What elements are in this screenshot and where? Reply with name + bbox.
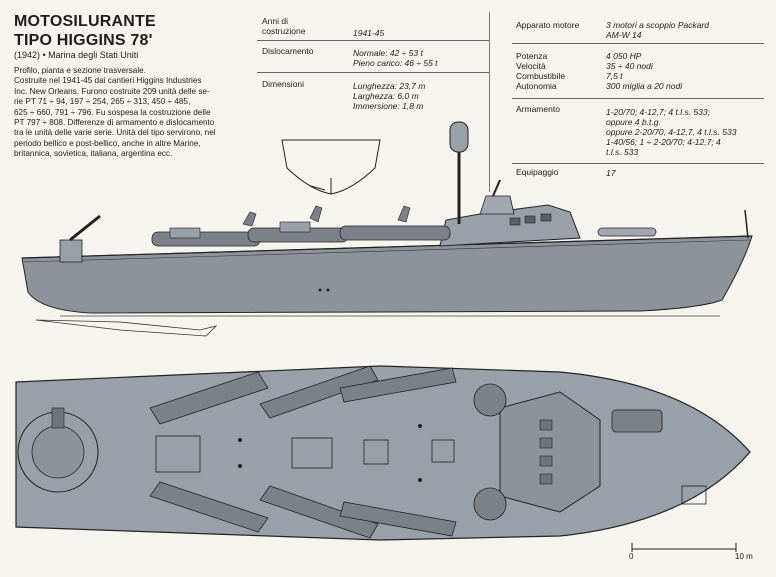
- spec-value-line: oppure 4 b.t.g.: [606, 117, 661, 127]
- spec-value-line: t.l.s. 533: [606, 147, 639, 157]
- spec-label-line: Autonomia: [516, 81, 557, 91]
- spec-value-armamento: 1-20/70; 4-12,7; 4 t.l.s. 533; oppure 4 …: [606, 107, 736, 157]
- subtitle: (1942) • Marina degli Stati Uniti: [14, 50, 139, 60]
- spec-label-line: costruzione: [262, 26, 306, 36]
- spec-value-dislocamento: Normale: 42 ÷ 53 t Pieno carico: 46 ÷ 55…: [353, 48, 438, 68]
- spec-value-line: oppure 2-20/70, 4-12,7, 4 t.l.s. 533: [606, 127, 737, 137]
- spec-label-dislocamento: Dislocamento: [262, 46, 314, 56]
- scale-start-label: 0: [629, 552, 634, 561]
- plan-drawing: [15, 365, 751, 541]
- description-line: PT 797 ÷ 808. Differenze di armamento e …: [14, 118, 215, 128]
- description: Profilo, pianta e sezione trasversale. C…: [14, 66, 249, 160]
- spec-label-line: Potenza: [516, 51, 548, 61]
- spec-value-motore: 3 motori a scoppio Packard AM-W 14: [606, 20, 709, 40]
- spec-value-line: 300 miglia a 20 nodi: [606, 81, 683, 91]
- spec-divider: [257, 72, 489, 73]
- spec-value-line: Larghezza: 6,0 m: [353, 91, 419, 101]
- description-line: rie PT 71 ÷ 94, 197 ÷ 254, 265 ÷ 313, 45…: [14, 97, 191, 107]
- spec-label-prestazioni: Potenza Velocità Combustibile Autonomia: [516, 51, 565, 91]
- spec-divider: [512, 43, 764, 44]
- profile-drawing: [21, 121, 753, 337]
- description-line: Costruite nel 1941-45 dai cantieri Higgi…: [14, 76, 202, 86]
- description-line: Profilo, pianta e sezione trasversale.: [14, 66, 146, 75]
- spec-label-armamento: Armamento: [516, 104, 560, 114]
- spec-value-line: Normale: 42 ÷ 53 t: [353, 48, 423, 58]
- spec-value-line: 4 050 HP: [606, 51, 642, 61]
- spec-label-dimensioni: Dimensioni: [262, 79, 305, 89]
- spec-column-divider: [489, 12, 490, 192]
- spec-value-line: Lunghezza: 23,7 m: [353, 81, 426, 91]
- spec-value-line: 35 ÷ 40 nodi: [606, 61, 653, 71]
- spec-value-equipaggio: 17: [606, 168, 616, 178]
- spec-label-line: Velocità: [516, 61, 546, 71]
- spec-value-line: 1-40/56; 1 ÷ 2-20/70; 4-12,7; 4: [606, 137, 721, 147]
- spec-value-line: AM-W 14: [606, 30, 642, 40]
- spec-value-prestazioni: 4 050 HP 35 ÷ 40 nodi 7,5 t 300 miglia a…: [606, 51, 682, 91]
- spec-value-dimensioni: Lunghezza: 23,7 m Larghezza: 6,0 m Immer…: [353, 81, 425, 111]
- description-line: tra le unità delle varie serie. Unità de…: [14, 128, 216, 138]
- description-line: britannica, sovietica, italiana, argenti…: [14, 149, 173, 159]
- spec-divider: [512, 98, 764, 99]
- spec-divider: [512, 163, 764, 164]
- description-line: 625 ÷ 660, 791 ÷ 796. Fu sospesa la cost…: [14, 107, 211, 117]
- spec-label-line: Combustibile: [516, 71, 566, 81]
- spec-label-line: Anni di: [262, 16, 288, 26]
- spec-value-anni: 1941-45: [353, 28, 385, 38]
- spec-value-line: Immersione: 1,8 m: [353, 101, 424, 111]
- title-block: MOTOSILURANTE TIPO HIGGINS 78': [14, 12, 156, 50]
- title-line-1: MOTOSILURANTE: [14, 13, 156, 30]
- spec-value-line: Pieno carico: 46 ÷ 55 t: [353, 58, 438, 68]
- spec-label-equipaggio: Equipaggio: [516, 167, 559, 177]
- spec-value-line: 3 motori a scoppio Packard: [606, 20, 709, 30]
- description-line: periodo bellico e post-bellico, anche in…: [14, 138, 201, 148]
- title-line-2: TIPO HIGGINS 78': [14, 32, 153, 49]
- spec-divider: [257, 40, 489, 41]
- spec-label-motore: Apparato motore: [516, 20, 580, 30]
- spec-value-line: 1-20/70; 4-12,7; 4 t.l.s. 533;: [606, 107, 710, 117]
- scale-bar: [631, 543, 737, 552]
- scale-end-label: 10 m: [735, 552, 753, 561]
- spec-value-line: 7,5 t: [606, 71, 623, 81]
- cross-section-drawing: [281, 139, 381, 195]
- spec-label-anni: Anni di costruzione: [262, 16, 305, 36]
- description-line: Inc. New Orleans. Furono costruite 209 u…: [14, 86, 210, 96]
